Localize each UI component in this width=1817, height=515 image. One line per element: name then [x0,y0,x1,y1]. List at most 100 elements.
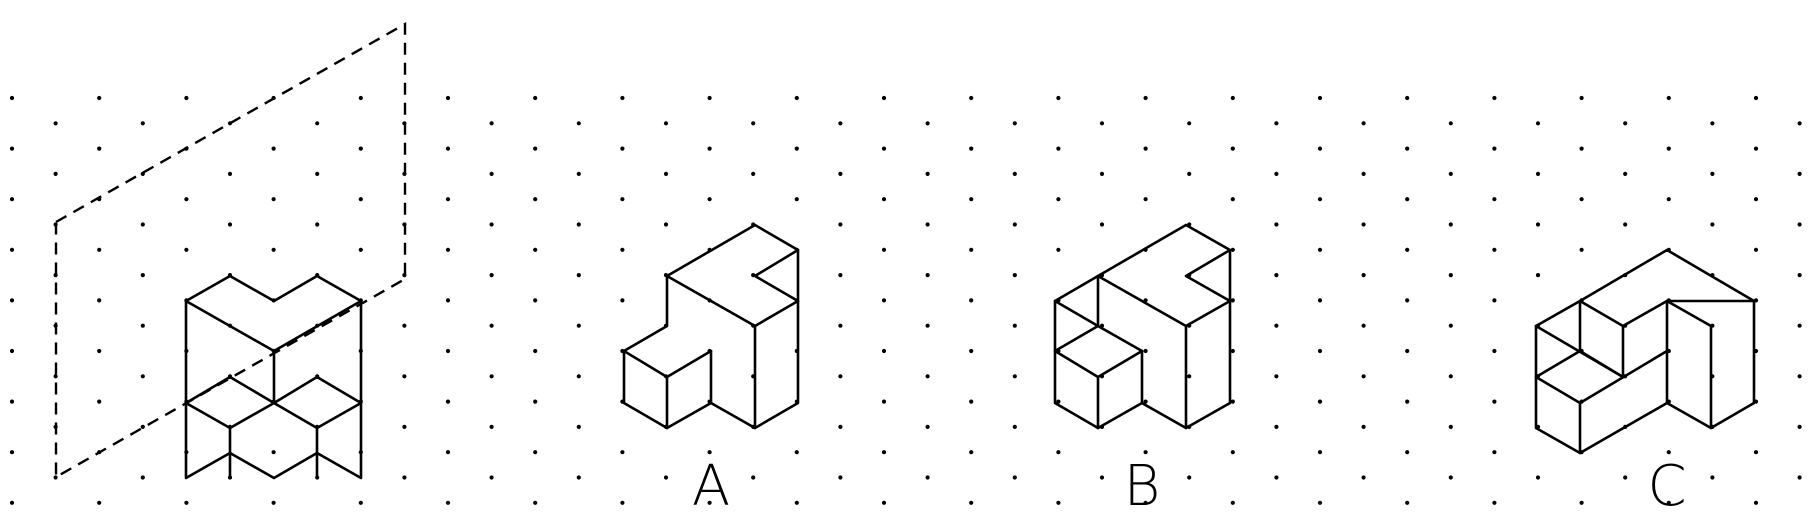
grid-dot [533,146,538,151]
grid-dot [969,348,974,354]
grid-dot [969,399,974,404]
grid-dot [402,323,407,328]
grid-dot [1317,146,1323,151]
grid-dot [663,171,669,176]
grid-dot [1012,171,1017,176]
grid-dot [140,424,145,429]
grid-dot [1012,424,1017,429]
grid-dot [358,146,363,151]
grid-dot [1797,171,1802,176]
grid-dot [315,222,320,227]
grid-dot [445,450,451,455]
grid-dot [1143,348,1148,354]
grid-dot [1666,197,1671,202]
grid-dot [1492,197,1497,202]
grid-dot [707,146,712,151]
grid-dot [1056,500,1061,505]
grid-dot [838,171,843,176]
grid-dot [9,450,15,455]
grid-dot [489,475,494,480]
grid-dot [533,399,538,404]
grid-dot [1448,424,1453,429]
grid-dot [576,273,581,278]
grid-dot [1753,247,1759,252]
grid-dot [838,374,843,379]
grid-dot [140,121,145,126]
grid-dot [751,475,756,480]
option-c-solid [1534,248,1756,455]
grid-dot [1230,450,1235,455]
grid-dot [881,500,887,505]
grid-dot [1666,450,1671,455]
grid-dot [620,450,625,455]
grid-dot [1056,146,1061,151]
grid-dot [1405,247,1410,252]
grid-dot [707,95,712,101]
grid-dot [707,197,712,202]
grid-dot [838,273,843,278]
grid-dot [402,374,407,379]
grid-dot [794,146,799,151]
grid-dot [1405,95,1410,101]
grid-dot [1405,146,1410,151]
grid-dot [1710,475,1715,480]
grid-dot [9,197,15,202]
grid-dot [1623,121,1628,126]
grid-dot [533,298,538,303]
grid-dot [1797,121,1802,126]
grid-dot [1535,273,1541,278]
grid-dot [97,399,102,404]
grid-dot [1274,222,1279,227]
grid-dot [925,171,930,176]
grid-dot [663,121,669,126]
grid-dot [1187,121,1192,126]
option-c-label: C [1647,454,1686,515]
grid-dot [620,298,625,303]
grid-dot [1492,450,1497,455]
grid-dot [881,146,887,151]
grid-dot [53,374,58,379]
grid-dot [1317,500,1323,505]
grid-dot [445,348,451,354]
grid-dot [925,323,930,328]
grid-dot [1230,399,1235,404]
grid-dot [358,197,363,202]
grid-dot [97,95,102,101]
grid-dot [1361,171,1366,176]
grid-dot [969,500,974,505]
grid-dot [1317,95,1323,101]
grid-dot [1535,475,1541,480]
grid-dot [1448,323,1453,328]
grid-dot [1230,298,1235,303]
grid-dot [358,247,363,252]
grid-dot [620,247,625,252]
grid-dot [838,222,843,227]
grid-dot [1317,450,1323,455]
grid-dot [576,121,581,126]
grid-dot [53,121,58,126]
grid-dot [620,146,625,151]
grid-dot [489,424,494,429]
grid-dot [1579,247,1584,252]
grid-dot [227,171,233,176]
grid-dot [1448,475,1453,480]
grid-dot [271,197,276,202]
grid-dot [402,475,407,480]
grid-dot [1753,197,1759,202]
grid-dot [445,298,451,303]
grid-dot [1579,146,1584,151]
grid-dot [1623,222,1628,227]
grid-dot [445,500,451,505]
grid-dot [1666,500,1671,505]
grid-dot [9,247,15,252]
grid-dot [925,222,930,227]
grid-dot [358,95,363,101]
grid-dot [576,475,581,480]
grid-dot [838,475,843,480]
grid-dot [1579,500,1584,505]
grid-dot [1317,197,1323,202]
grid-dot [1230,197,1235,202]
grid-dot [1710,171,1715,176]
grid-dot [97,500,102,505]
grid-dot [1012,475,1017,480]
